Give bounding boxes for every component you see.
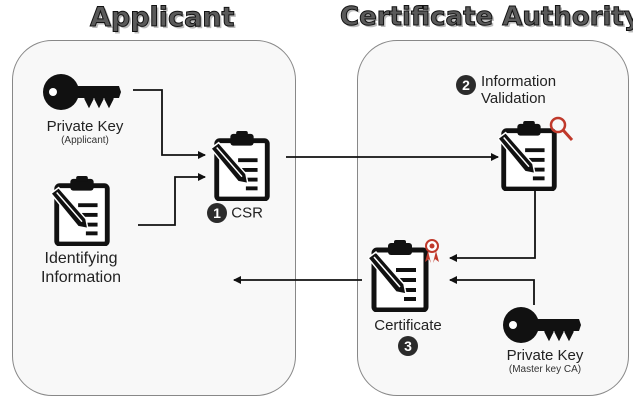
validation-line1: Information: [481, 73, 557, 90]
private-key-label: Private Key: [506, 347, 584, 364]
step-badge: 2: [456, 75, 476, 95]
identifying-info-label: Identifying Information: [26, 249, 136, 287]
arrow-info-to-csr: [138, 173, 206, 226]
step-badge: 1: [207, 203, 228, 223]
csr-text: CSR: [231, 204, 263, 222]
information-line: Information: [40, 269, 122, 286]
certificate-label: Certificate 3: [358, 317, 458, 356]
private-key-applicant-label: Private Key (Applicant): [30, 118, 140, 147]
certificate-authority-heading: Certificate Authority: [340, 2, 633, 33]
master-key-sublabel: (Master key CA): [508, 364, 582, 375]
step-badge: 3: [398, 336, 418, 356]
applicant-heading: Applicant: [89, 2, 235, 34]
private-key-ca-label: Private Key (Master key CA): [490, 347, 600, 376]
clipboard-icon: [51, 176, 107, 244]
key-icon: [41, 72, 122, 112]
arrow-cakey-to-certificate: [449, 276, 535, 305]
csr-label: 1 CSR: [200, 203, 270, 223]
certificate-text: Certificate: [374, 317, 442, 334]
validation-label: 2 Information Validation: [456, 73, 586, 107]
private-key-label: Private Key: [46, 118, 124, 135]
clipboard-icon: [211, 131, 267, 199]
ribbon-icon: [425, 239, 439, 263]
applicant-sublabel: (Applicant): [61, 135, 109, 146]
identifying-line: Identifying: [44, 250, 118, 267]
magnifier-icon: [549, 116, 574, 142]
key-icon: [501, 305, 582, 345]
clipboard-icon: [498, 121, 554, 189]
clipboard-icon: [368, 240, 426, 310]
arrow-validation-to-certificate: [449, 190, 536, 262]
validation-line2: Validation: [481, 90, 546, 107]
arrow-privatekey-to-csr: [133, 89, 206, 159]
